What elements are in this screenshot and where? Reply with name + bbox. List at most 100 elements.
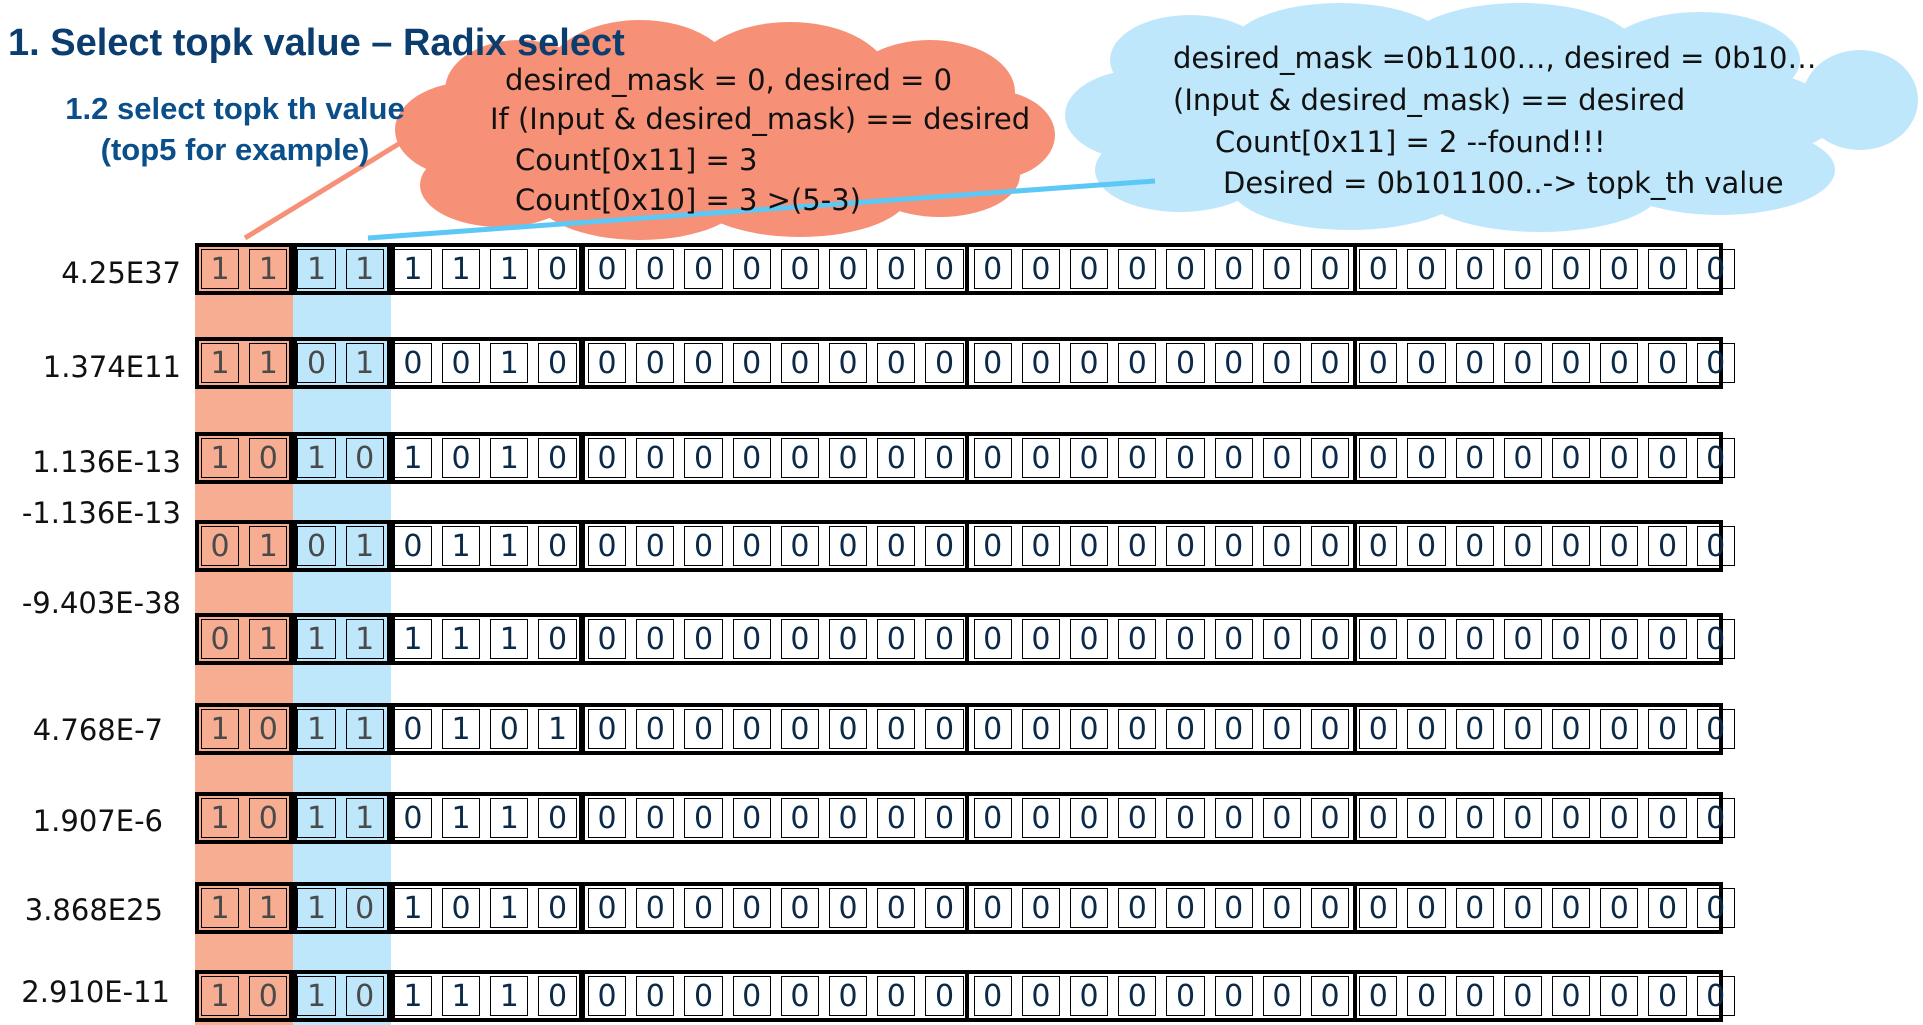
bit-cell: 0 (1595, 337, 1643, 389)
bit-cell: 0 (969, 882, 1017, 934)
bit-cell: 0 (533, 243, 581, 295)
bit-cell: 0 (1643, 432, 1691, 484)
bit-cell: 0 (776, 243, 824, 295)
bit-group-frame (195, 243, 293, 295)
bit-cell: 0 (1210, 432, 1258, 484)
bit-group-frame (293, 882, 391, 934)
bit-cell: 0 (1547, 703, 1595, 755)
bit-cell: 0 (824, 243, 872, 295)
bit-cell: 0 (1402, 432, 1450, 484)
bit-cell: 0 (920, 613, 968, 665)
bit-cell: 0 (1258, 882, 1306, 934)
bit-cell: 0 (1499, 520, 1547, 572)
bit-cell: 0 (1065, 520, 1113, 572)
bit-cell: 0 (728, 792, 776, 844)
bit-cell: 0 (1595, 970, 1643, 1022)
connector-orange (243, 134, 412, 241)
bit-cell: 1 (485, 432, 533, 484)
bit-cell: 0 (1692, 970, 1740, 1022)
bit-cell: 0 (1161, 432, 1209, 484)
bit-cell: 1 (533, 703, 581, 755)
bit-group-frame (1353, 792, 1723, 844)
bit-cell: 0 (1547, 970, 1595, 1022)
row-value-label: 1.907E-6 (32, 804, 163, 838)
bit-cell: 1 (341, 520, 389, 572)
bit-group-frame (195, 970, 293, 1022)
bit-group-frame (1353, 243, 1723, 295)
bit-cell: 0 (872, 337, 920, 389)
bit-cell: 1 (196, 243, 244, 295)
bit-cell: 0 (631, 970, 679, 1022)
bit-cell: 0 (824, 970, 872, 1022)
bit-cell: 0 (1692, 792, 1740, 844)
bit-cell: 1 (196, 970, 244, 1022)
bit-cell: 1 (437, 970, 485, 1022)
bit-cell: 0 (1210, 703, 1258, 755)
cloud-left-line-2: If (Input & desired_mask) == desired (490, 102, 1031, 136)
bit-cell: 0 (1451, 613, 1499, 665)
bit-cell: 0 (1451, 970, 1499, 1022)
bit-cell: 0 (1354, 882, 1402, 934)
bit-cell: 0 (1451, 432, 1499, 484)
bit-cell: 0 (776, 613, 824, 665)
bit-cell: 0 (1065, 792, 1113, 844)
bit-cell: 0 (1161, 243, 1209, 295)
bit-group-frame (1353, 970, 1723, 1022)
bit-cell: 0 (824, 703, 872, 755)
bit-cell: 0 (1595, 882, 1643, 934)
bit-cell: 0 (631, 432, 679, 484)
bit-cell: 0 (583, 882, 631, 934)
bit-cell: 0 (728, 520, 776, 572)
bit-cell: 0 (1499, 432, 1547, 484)
bit-cell: 0 (1065, 337, 1113, 389)
bit-cell: 0 (437, 432, 485, 484)
bit-cell: 0 (679, 792, 727, 844)
bit-cell: 0 (1210, 613, 1258, 665)
bit-cell: 0 (1451, 882, 1499, 934)
bit-cell: 1 (437, 613, 485, 665)
bit-cell: 0 (1354, 792, 1402, 844)
bit-cell: 0 (533, 520, 581, 572)
bit-cell: 0 (728, 613, 776, 665)
bit-cell: 1 (341, 243, 389, 295)
bit-cell: 0 (1643, 792, 1691, 844)
bit-cell: 0 (969, 520, 1017, 572)
subtitle-line-1: 1.2 select topk th value (65, 91, 405, 126)
bit-cell: 0 (1210, 882, 1258, 934)
page-title: 1. Select topk value – Radix select (8, 22, 625, 64)
row-value-label: -1.136E-13 (21, 496, 181, 530)
bit-cell: 0 (1643, 970, 1691, 1022)
bit-cell: 0 (1692, 243, 1740, 295)
connector-blue (367, 178, 1156, 241)
bit-cell: 0 (1354, 520, 1402, 572)
bit-cell: 0 (485, 703, 533, 755)
bit-cell: 1 (485, 520, 533, 572)
cloud-right-line-2: (Input & desired_mask) == desired (1173, 83, 1686, 117)
bit-cell: 0 (1402, 882, 1450, 934)
bit-cell: 0 (1306, 243, 1354, 295)
bit-cell: 0 (1017, 970, 1065, 1022)
bit-cell: 0 (533, 970, 581, 1022)
bit-cell: 1 (437, 520, 485, 572)
bit-cell: 0 (679, 432, 727, 484)
bit-cell: 0 (1161, 882, 1209, 934)
bit-cell: 0 (824, 432, 872, 484)
bit-cell: 0 (1643, 243, 1691, 295)
highlight-band-bits-0-1 (195, 243, 293, 1025)
bit-cell: 0 (533, 613, 581, 665)
bit-group-frame (293, 520, 391, 572)
bit-cell: 0 (1113, 792, 1161, 844)
bit-cell: 0 (1499, 337, 1547, 389)
bit-cell: 0 (969, 613, 1017, 665)
bit-cell: 0 (1547, 882, 1595, 934)
bit-cell: 0 (1595, 792, 1643, 844)
bit-cell: 0 (341, 970, 389, 1022)
bit-cell: 0 (631, 792, 679, 844)
bit-cell: 0 (583, 243, 631, 295)
bit-group-frame (195, 703, 293, 755)
bit-cell: 0 (196, 520, 244, 572)
bit-group-frame (1353, 613, 1723, 665)
bit-cell: 0 (1692, 703, 1740, 755)
